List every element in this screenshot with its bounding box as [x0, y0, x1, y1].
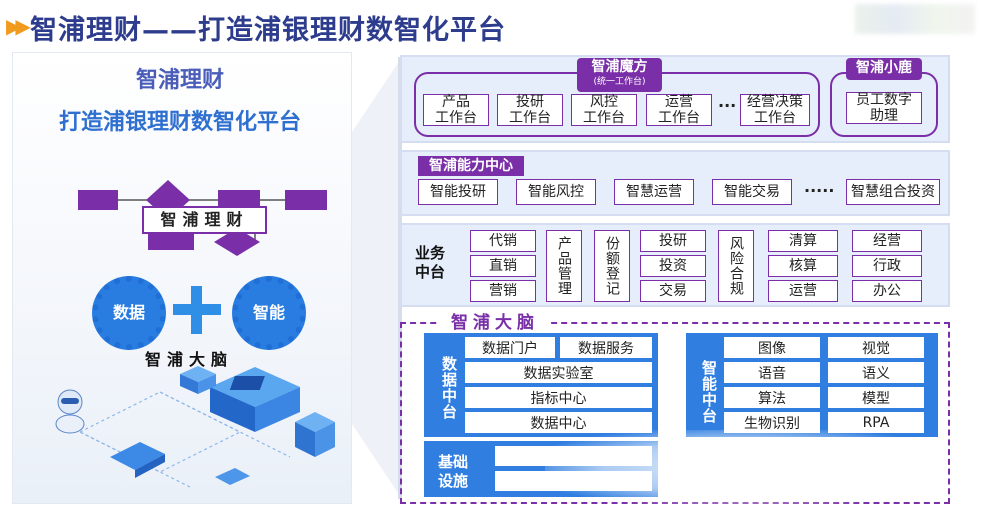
data-platform-label: 数据中台	[440, 356, 458, 420]
capability-item: 智慧组合投资	[846, 179, 940, 205]
business-item: 经营	[852, 230, 922, 252]
flow-diamond	[214, 228, 260, 256]
business-item: 核算	[768, 255, 838, 277]
brain-title: 智浦大脑	[440, 313, 550, 333]
page-title: 智浦理财——打造浦银理财数智化平台	[30, 15, 506, 46]
ai-item: 视觉	[828, 337, 924, 358]
left-title: 智浦理财	[135, 68, 224, 93]
server-rack-icon	[295, 412, 335, 457]
magic-ellipsis: ···	[718, 96, 737, 115]
flow-box	[78, 190, 118, 210]
business-item-tall: 产品管理	[546, 230, 582, 302]
ai-platform-label: 智能中台	[700, 360, 718, 424]
business-item-tall: 风险合规	[718, 230, 754, 302]
data-gear-icon: 数据	[92, 276, 166, 350]
business-item: 代销	[470, 230, 536, 252]
business-item: 行政	[852, 255, 922, 277]
ai-item: 模型	[828, 387, 924, 408]
flow-label: 智浦理财	[142, 206, 267, 234]
left-subtitle: 打造浦银理财数智化平台	[58, 110, 301, 135]
watermark-overlay	[545, 430, 945, 505]
business-item-tall: 份额登记	[594, 230, 630, 302]
phone-icon	[215, 468, 250, 485]
data-item: 数据中心	[465, 412, 652, 433]
capability-ellipsis: ·····	[804, 181, 835, 200]
deer-title: 智浦小鹿	[846, 58, 922, 80]
data-item: 数据门户	[465, 337, 555, 358]
flow-box	[218, 190, 260, 210]
title-arrow-icon: ▶▶	[6, 14, 31, 38]
ai-item: 算法	[724, 387, 820, 408]
business-item: 投研	[640, 230, 706, 252]
robot-icon	[55, 389, 85, 434]
data-item: 指标中心	[465, 387, 652, 408]
ai-item: RPA	[828, 412, 924, 433]
blurred-logo	[855, 4, 975, 34]
cube-stack-icon	[180, 366, 216, 394]
data-item: 数据实验室	[465, 362, 652, 383]
chip-server-icon	[210, 367, 300, 432]
ai-gear-icon: 智能	[232, 276, 306, 350]
flow-box	[285, 190, 327, 210]
business-item: 投资	[640, 255, 706, 277]
magic-title: 智浦魔方	[591, 59, 648, 75]
deer-item: 员工数字 助理	[846, 92, 922, 124]
flow-box	[148, 232, 194, 250]
magic-item: 运营 工作台	[646, 94, 712, 126]
capability-item: 智慧运营	[614, 179, 694, 205]
tech-illustration	[55, 366, 335, 488]
capability-item: 智能风控	[516, 179, 596, 205]
business-item: 办公	[852, 280, 922, 302]
brain-label: 智浦大脑	[145, 350, 234, 369]
ai-item: 语音	[724, 362, 820, 383]
ai-item: 语义	[828, 362, 924, 383]
magic-item: 产品 工作台	[423, 94, 489, 126]
funnel-connector	[352, 57, 402, 499]
magic-caption: 智浦魔方 (统一工作台)	[577, 58, 662, 92]
magic-item: 投研 工作台	[497, 94, 563, 126]
business-item: 清算	[768, 230, 838, 252]
magic-item: 经营决策 工作台	[740, 94, 810, 126]
business-item: 直销	[470, 255, 536, 277]
capability-item: 智能投研	[418, 179, 498, 205]
capability-title: 智浦能力中心	[418, 156, 524, 176]
ai-item: 图像	[724, 337, 820, 358]
magic-item: 风控 工作台	[571, 94, 637, 126]
business-item: 营销	[470, 280, 536, 302]
laptop-icon	[110, 442, 165, 478]
ai-item: 生物识别	[724, 412, 820, 433]
data-item: 数据服务	[560, 337, 652, 358]
infra-label: 基础 设施	[437, 453, 468, 490]
capability-item: 智能交易	[712, 179, 792, 205]
business-item: 运营	[768, 280, 838, 302]
magic-subtitle: (统一工作台)	[593, 77, 646, 87]
plus-icon-bar	[173, 304, 221, 315]
business-label: 业务 中台	[414, 244, 445, 281]
business-item: 交易	[640, 280, 706, 302]
